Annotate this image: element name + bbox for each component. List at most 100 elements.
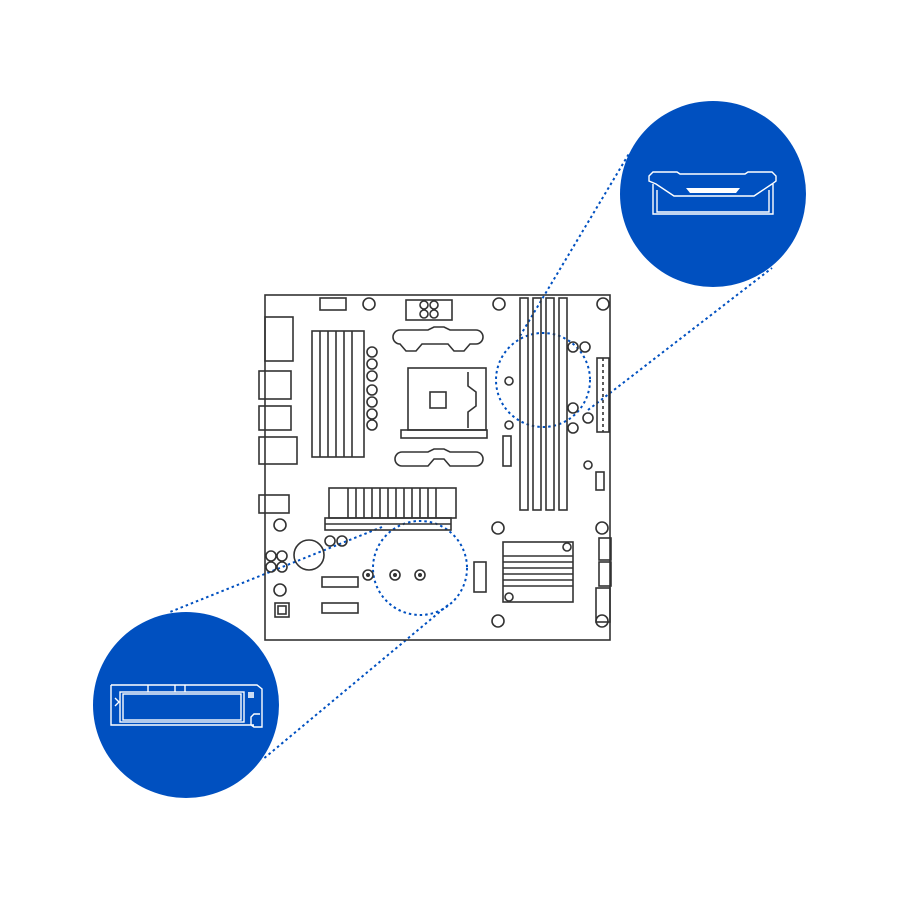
diagram-part <box>366 358 378 370</box>
header-connector <box>319 297 347 311</box>
m2-ssd-icon <box>110 684 263 728</box>
diagram-part <box>366 396 378 408</box>
diagram-part <box>336 535 348 547</box>
diagram-part <box>265 561 277 573</box>
diagram-part <box>598 561 612 587</box>
diagram-part <box>389 569 401 581</box>
atx-24pin-connector <box>596 357 610 433</box>
diagram-part <box>562 542 572 552</box>
diagram-part <box>248 692 254 698</box>
diagram-part <box>261 604 449 761</box>
capacitors <box>366 346 378 431</box>
misc-components <box>265 341 612 623</box>
m2-slots <box>321 569 426 614</box>
diagram-part <box>502 435 512 467</box>
diagram-part <box>567 422 579 434</box>
diagram-part <box>504 376 514 386</box>
diagram-part <box>429 300 439 310</box>
diagram-part <box>362 297 376 311</box>
diagram-part <box>366 573 370 577</box>
diagram-part <box>293 539 325 571</box>
diagram-part <box>366 419 378 431</box>
diagram-part <box>519 151 631 337</box>
mounting-holes <box>273 297 610 628</box>
diagram-part <box>545 297 555 511</box>
diagram-part <box>419 300 429 310</box>
diagram-part <box>264 316 294 362</box>
diagram-part <box>504 420 514 430</box>
diagram-part <box>321 602 359 614</box>
diagram-part <box>258 405 292 431</box>
diagram-part <box>273 583 287 597</box>
m2-callout-circle <box>93 612 279 798</box>
ram-callout <box>620 101 806 287</box>
diagram-part <box>418 573 422 577</box>
diagram-part <box>392 326 484 352</box>
diagram-part <box>405 299 453 321</box>
diagram-part <box>595 521 609 535</box>
ram-highlight-circle <box>495 332 591 428</box>
diagram-part <box>473 561 487 593</box>
diagram-part <box>519 297 529 511</box>
chipset-heatsink <box>502 541 574 603</box>
diagram-part <box>503 555 573 587</box>
diagram-part <box>491 614 505 628</box>
diagram-part <box>366 384 378 396</box>
diagram-part <box>502 541 574 603</box>
diagram-part <box>110 684 263 728</box>
vrm-heatsink <box>311 330 365 458</box>
ram-slots <box>519 297 568 511</box>
diagram-part <box>347 488 437 518</box>
board-outline <box>264 294 611 641</box>
diagram-part <box>119 691 245 723</box>
diagram-part <box>504 592 514 602</box>
diagram-part <box>652 184 774 215</box>
diagram-part <box>429 309 439 319</box>
diagram-part <box>366 346 378 358</box>
io-ports <box>258 316 298 514</box>
diagram-part <box>467 372 477 428</box>
ram-callout-circle <box>620 101 806 287</box>
cpu-socket <box>392 326 488 467</box>
diagram-part <box>595 471 605 491</box>
pcie-heatsink <box>324 487 457 531</box>
motherboard <box>258 294 612 641</box>
diagram-part <box>595 587 611 623</box>
diagram-part <box>558 297 568 511</box>
diagram-part <box>567 341 579 353</box>
m2-highlight-circle <box>372 520 468 616</box>
diagram-part <box>265 550 277 562</box>
diagram-part <box>122 693 242 721</box>
diagram-part <box>394 448 484 467</box>
diagram-part <box>258 436 298 465</box>
diagram-part <box>656 190 770 213</box>
diagram-part <box>114 685 186 707</box>
diagram-part <box>582 412 594 424</box>
diagram-part <box>686 188 740 193</box>
diagram-part <box>366 408 378 420</box>
callout-lines <box>169 151 773 761</box>
diagram-part <box>598 537 612 561</box>
diagram-part <box>579 341 591 353</box>
diagram-part <box>587 267 773 411</box>
diagram-part <box>324 535 336 547</box>
diagram-part <box>595 614 609 628</box>
m2-ssd-callout <box>93 612 279 798</box>
diagram-part <box>274 602 290 618</box>
diagram-part <box>366 370 378 382</box>
diagram-part <box>532 297 542 511</box>
diagram-part <box>258 370 292 400</box>
diagram-part <box>276 561 288 573</box>
diagram-part <box>393 573 397 577</box>
diagram-part <box>429 391 447 409</box>
diagram-part <box>258 494 290 514</box>
diagram-part <box>414 569 426 581</box>
diagram-part <box>419 309 429 319</box>
diagram-part <box>648 171 777 197</box>
diagram-part <box>491 521 505 535</box>
diagram-part <box>400 429 488 439</box>
diagram-part <box>596 297 610 311</box>
diagram-part <box>273 518 287 532</box>
diagram-part <box>492 297 506 311</box>
